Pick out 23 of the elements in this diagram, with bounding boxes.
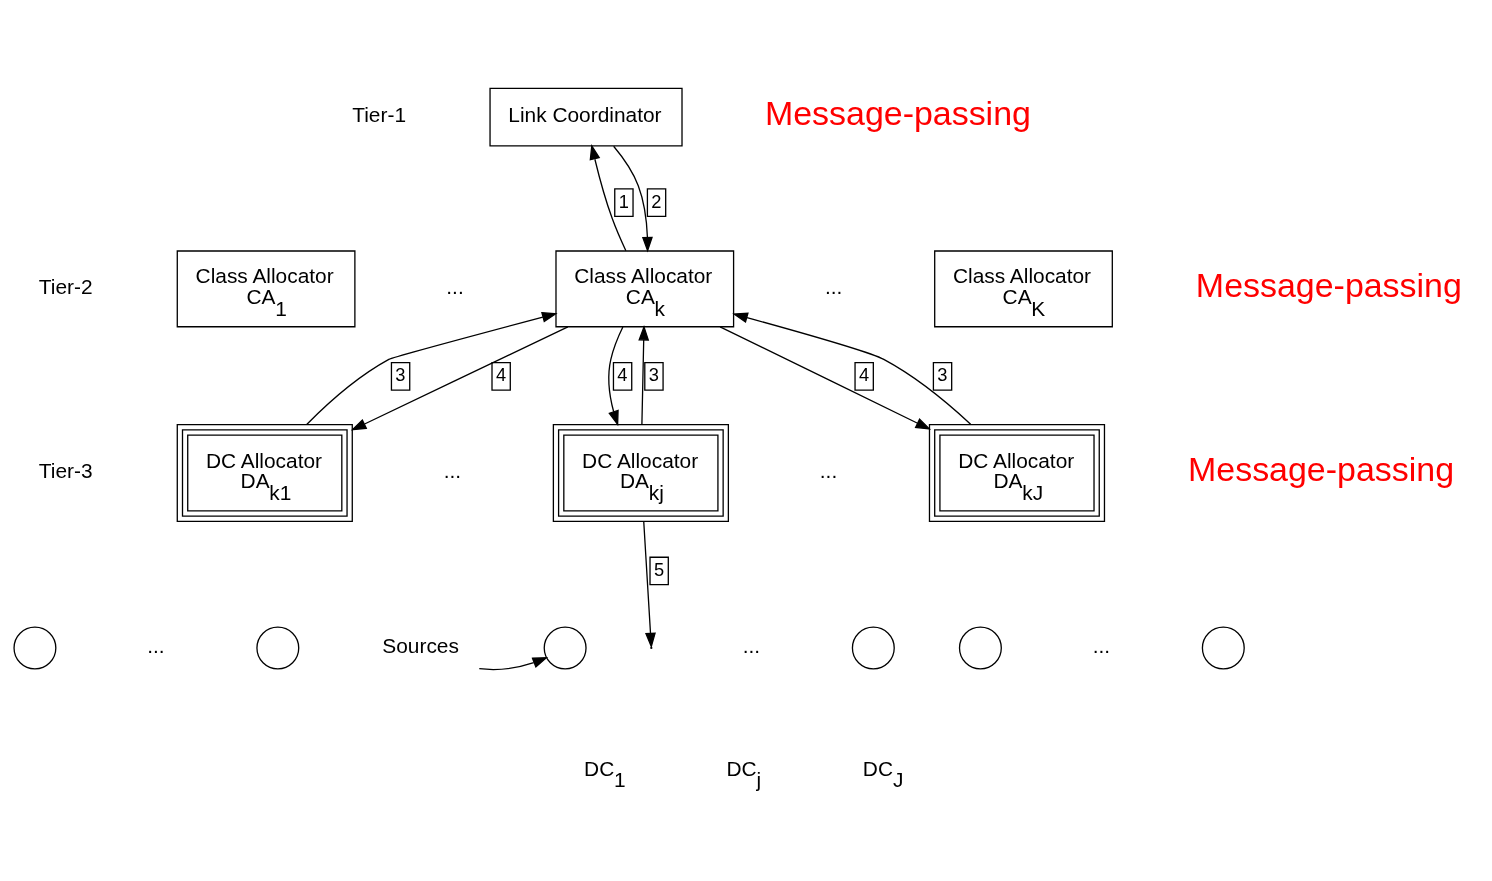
label: Message-passing	[764, 93, 1031, 132]
label: Tier-3	[38, 458, 93, 482]
edge-label: 4	[495, 363, 507, 385]
label: ...	[446, 274, 464, 298]
edge-label: 4	[617, 363, 628, 385]
edge-label: 3	[395, 363, 406, 385]
label: ...	[1092, 633, 1111, 657]
label: ...	[819, 458, 838, 482]
edge-label: 5	[653, 558, 665, 580]
label: Tier-2	[38, 274, 93, 298]
edge-label: 4	[858, 363, 870, 385]
label: ...	[147, 633, 165, 657]
edge-label: 3	[648, 363, 659, 385]
edge-label: 2	[651, 190, 662, 211]
label: Tier-1	[352, 102, 407, 126]
node-text: Sources	[382, 633, 459, 657]
label: Message-passing	[1195, 265, 1462, 304]
label: Message-passing	[1188, 449, 1455, 488]
label: ...	[443, 458, 462, 482]
label: ...	[742, 633, 761, 657]
edge-label: 3	[937, 363, 948, 385]
label: ...	[825, 274, 843, 298]
edge-label: 1	[618, 190, 629, 211]
